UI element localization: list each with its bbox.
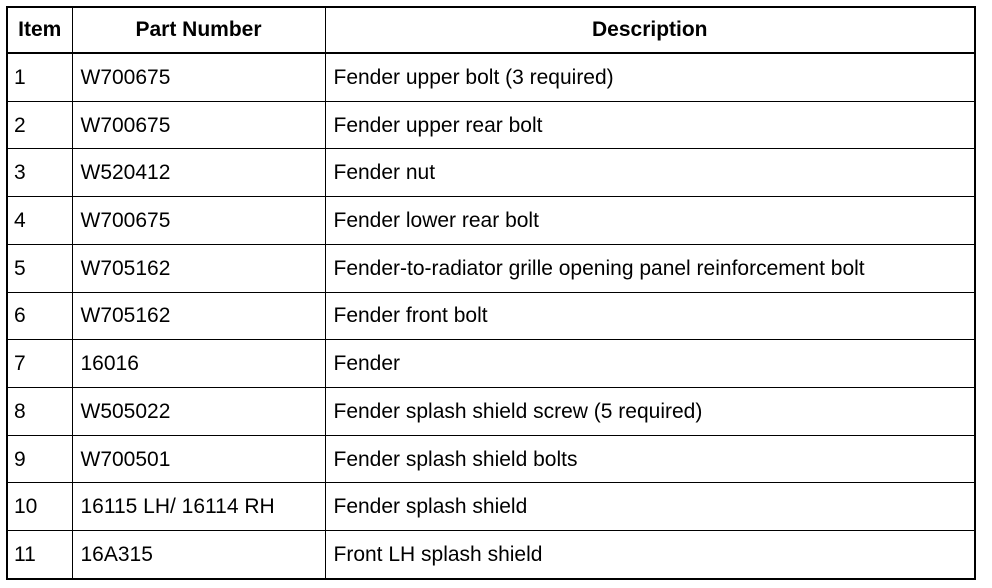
- parts-table: Item Part Number Description 1 W700675 F…: [6, 6, 976, 580]
- cell-item: 11: [6, 530, 73, 580]
- cell-item: 7: [6, 339, 73, 389]
- cell-description: Fender splash shield screw (5 required): [324, 387, 976, 436]
- header-item: Item: [6, 6, 73, 54]
- cell-description: Fender upper bolt (3 required): [324, 52, 976, 102]
- table-row: 8 W505022 Fender splash shield screw (5 …: [6, 387, 976, 436]
- cell-description: Front LH splash shield: [324, 530, 976, 580]
- cell-item: 3: [6, 148, 73, 198]
- table-row: 5 W705162 Fender-to-radiator grille open…: [6, 243, 976, 293]
- table-row: 10 16115 LH/ 16114 RH Fender splash shie…: [6, 482, 976, 532]
- cell-description: Fender nut: [324, 148, 976, 198]
- table-row: 2 W700675 Fender upper rear bolt: [6, 100, 976, 150]
- cell-part-number: W700501: [71, 434, 326, 484]
- header-description: Description: [324, 6, 976, 54]
- table-body: 1 W700675 Fender upper bolt (3 required)…: [6, 52, 976, 580]
- cell-item: 9: [6, 434, 73, 484]
- cell-item: 5: [6, 243, 73, 293]
- cell-item: 8: [6, 387, 73, 436]
- table-row: 4 W700675 Fender lower rear bolt: [6, 196, 976, 245]
- cell-description: Fender upper rear bolt: [324, 100, 976, 150]
- table-row: 3 W520412 Fender nut: [6, 148, 976, 198]
- cell-part-number: 16016: [71, 339, 326, 389]
- cell-part-number: W705162: [71, 243, 326, 293]
- cell-description: Fender front bolt: [324, 291, 976, 341]
- cell-item: 2: [6, 100, 73, 150]
- table-row: 6 W705162 Fender front bolt: [6, 291, 976, 341]
- cell-part-number: 16115 LH/ 16114 RH: [71, 482, 326, 532]
- cell-part-number: W520412: [71, 148, 326, 198]
- cell-description: Fender lower rear bolt: [324, 196, 976, 245]
- cell-description: Fender-to-radiator grille opening panel …: [324, 243, 976, 293]
- table-row: 7 16016 Fender: [6, 339, 976, 389]
- cell-part-number: W505022: [71, 387, 326, 436]
- cell-item: 1: [6, 52, 73, 102]
- cell-part-number: W705162: [71, 291, 326, 341]
- table-row: 11 16A315 Front LH splash shield: [6, 530, 976, 580]
- cell-description: Fender splash shield: [324, 482, 976, 532]
- cell-item: 6: [6, 291, 73, 341]
- cell-part-number: 16A315: [71, 530, 326, 580]
- table-row: 1 W700675 Fender upper bolt (3 required): [6, 52, 976, 102]
- cell-part-number: W700675: [71, 52, 326, 102]
- cell-description: Fender: [324, 339, 976, 389]
- cell-item: 10: [6, 482, 73, 532]
- cell-description: Fender splash shield bolts: [324, 434, 976, 484]
- table-header-row: Item Part Number Description: [6, 6, 976, 54]
- cell-part-number: W700675: [71, 100, 326, 150]
- cell-part-number: W700675: [71, 196, 326, 245]
- header-part-number: Part Number: [71, 6, 326, 54]
- cell-item: 4: [6, 196, 73, 245]
- table-row: 9 W700501 Fender splash shield bolts: [6, 434, 976, 484]
